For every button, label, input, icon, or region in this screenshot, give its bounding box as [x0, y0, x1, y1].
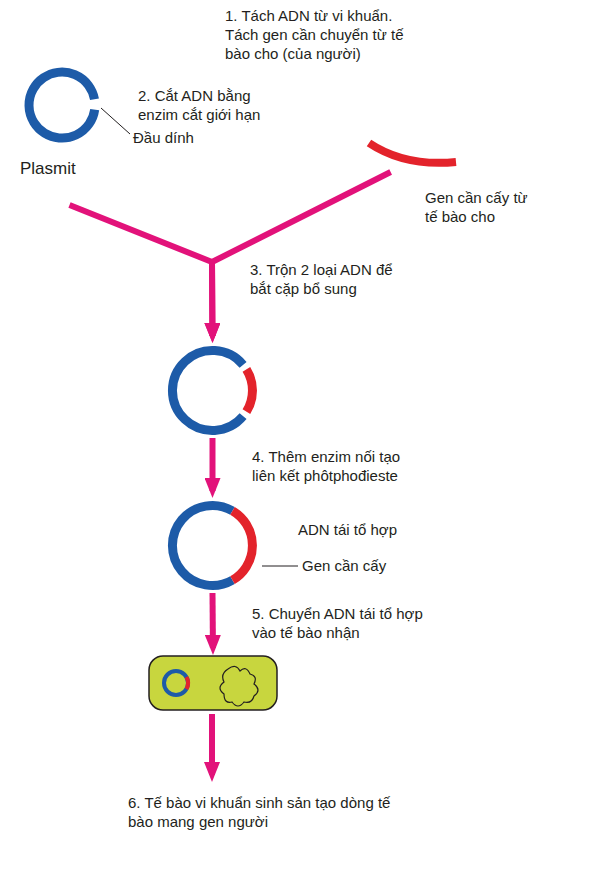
mixed-dna-ring — [165, 343, 260, 438]
recombinant-dna-ring: ADN tái tổ hợpGen cần cấy — [165, 498, 260, 593]
gene-leader — [262, 566, 298, 567]
plasmid-ring: Plasmit — [20, 62, 110, 205]
final-arrow — [209, 714, 215, 775]
gene-label: Gen cần cấy — [302, 556, 432, 575]
sticky-end-leader — [101, 108, 130, 134]
bacterial-cell — [148, 655, 278, 711]
plasmid-label: Plasmit — [20, 159, 110, 178]
node-shape — [148, 655, 278, 711]
node-shape — [165, 498, 260, 593]
step-text: 1. Tách ADN từ vi khuẩn. Tách gen cần ch… — [225, 6, 415, 63]
node-shape — [20, 62, 110, 205]
donor-gene: Gen cần cấy từ tế bào cho — [365, 135, 460, 172]
process-arrow — [210, 593, 216, 648]
node-shape — [165, 343, 260, 438]
process-arrow — [70, 205, 213, 336]
step-text: 5. Chuyển ADN tái tổ hợp vào tế bào nhận — [252, 604, 437, 642]
step-text: 3. Trộn 2 loại ADN để bắt cặp bổ sung — [250, 260, 395, 298]
step-text: 4. Thêm enzim nối tạo liên kết phôtphođi… — [252, 447, 422, 485]
step-text: 2. Cắt ADN bằng enzim cắt giới hạn — [138, 86, 278, 124]
recombinant-label: ADN tái tổ hợp — [298, 520, 438, 539]
node-shape — [365, 135, 460, 172]
process-arrow — [212, 172, 391, 336]
gene-label: Gen cần cấy từ tế bào cho — [425, 188, 540, 226]
step-text: 6. Tế bào vi khuẩn sinh sản tạo dòng tế … — [128, 793, 410, 831]
process-arrow — [210, 438, 216, 491]
sticky-end-label: Đầu dính — [133, 128, 223, 147]
